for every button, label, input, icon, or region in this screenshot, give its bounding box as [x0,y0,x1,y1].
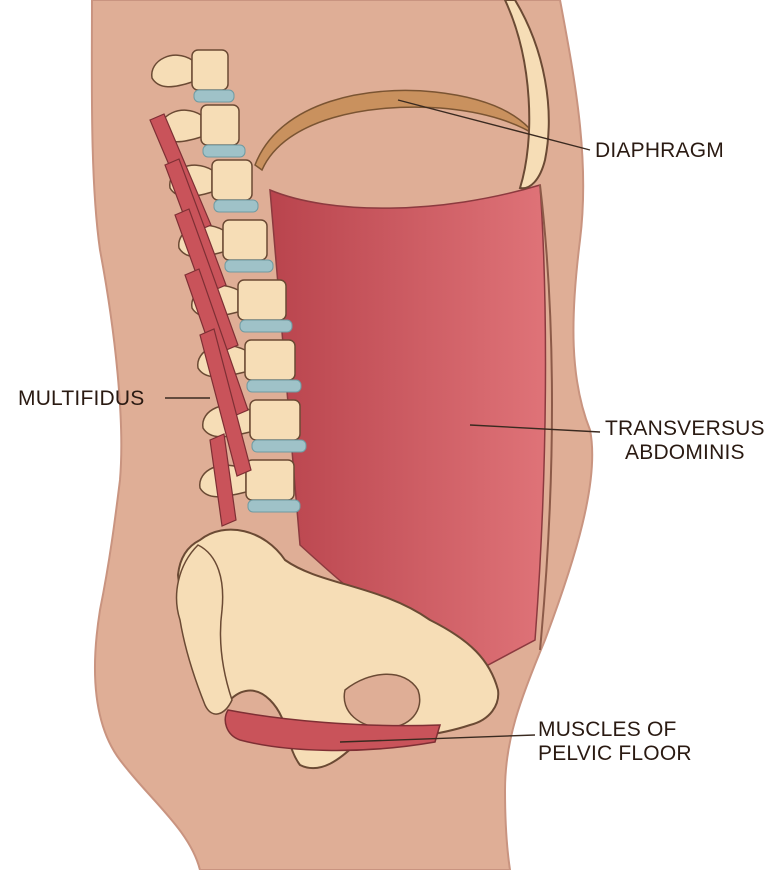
intervertebral-disc [194,90,234,102]
intervertebral-disc [248,500,300,512]
label-transversus-line1: TRANSVERSUS [605,417,765,441]
label-transversus-line2: ABDOMINIS [605,441,765,465]
label-multifidus-text: MULTIFIDUS [18,387,144,411]
vertebra-body [201,105,239,145]
intervertebral-disc [214,200,258,212]
label-diaphragm-text: DIAPHRAGM [595,139,724,163]
vertebra-body [246,460,294,500]
vertebra-body [250,400,300,440]
label-diaphragm: DIAPHRAGM [595,139,724,163]
intervertebral-disc [203,145,245,157]
label-pelvic-floor-line2: PELVIC FLOOR [538,742,692,766]
label-transversus-abdominis: TRANSVERSUS ABDOMINIS [605,417,765,465]
vertebra-body [212,160,252,200]
vertebra-body [192,50,228,90]
label-multifidus: MULTIFIDUS [18,387,144,411]
label-pelvic-floor: MUSCLES OF PELVIC FLOOR [538,718,692,766]
intervertebral-disc [252,440,306,452]
vertebra-body [245,340,295,380]
vertebra-body [223,220,267,260]
intervertebral-disc [240,320,292,332]
intervertebral-disc [225,260,273,272]
vertebra-body [238,280,286,320]
intervertebral-disc [247,380,301,392]
label-pelvic-floor-line1: MUSCLES OF [538,718,692,742]
